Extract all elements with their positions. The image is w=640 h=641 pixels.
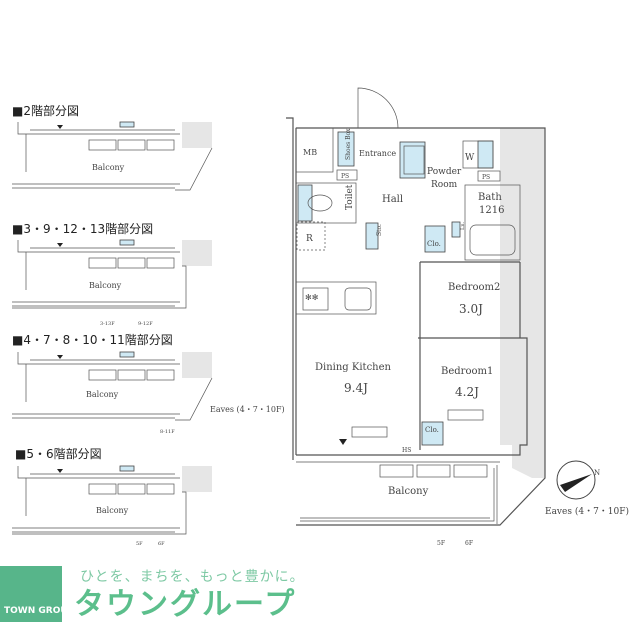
partial-plan-drawing xyxy=(12,465,212,535)
balcony-label: Balcony xyxy=(86,390,119,399)
entrance-label: Entrance xyxy=(359,149,396,158)
stove-icon: ✻✻ xyxy=(305,293,319,302)
main-plan: MB Shoes Box Entrance PS Powder Room W P… xyxy=(286,87,629,547)
compass-icon: N xyxy=(556,460,600,500)
balcony-label: Balcony xyxy=(92,163,125,172)
ps-label: PS xyxy=(482,174,490,181)
closet-label: Clo. xyxy=(427,240,441,248)
town-group-logo xyxy=(0,566,62,622)
linen-label: Ln. xyxy=(460,221,466,230)
ps-label: PS xyxy=(341,173,349,180)
logo-brand-jp: タウングループ xyxy=(74,587,297,622)
dining-kitchen-size: 9.4J xyxy=(344,381,368,395)
bedroom1-size: 4.2J xyxy=(455,385,479,399)
note: 3-13F xyxy=(100,321,115,327)
shoes-box-label: Shoes Box xyxy=(345,128,352,160)
powder-label: Powder xyxy=(427,167,462,177)
balcony-label: Balcony xyxy=(89,281,122,290)
balcony-label: Balcony xyxy=(388,486,429,497)
partial-plan-drawing xyxy=(12,351,213,421)
partial-plan-drawing xyxy=(12,239,212,309)
hall-label: Hall xyxy=(382,194,403,205)
partial-plan-title: ■5・6階部分図 xyxy=(15,446,102,461)
bath-size: 1216 xyxy=(479,205,504,216)
toilet-label: Toilet xyxy=(345,184,355,210)
room-label: Room xyxy=(431,180,458,190)
note: 8-11F xyxy=(160,429,175,435)
bedroom2-label: Bedroom2 xyxy=(448,282,500,293)
floor-note: 5F xyxy=(437,540,445,547)
bath-label: Bath xyxy=(478,192,502,203)
logo-tagline: ひとを、まちを、もっと豊かに。 xyxy=(80,569,305,585)
logo-name: TOWN GROUP xyxy=(4,606,75,616)
partial-plan-title: ■2階部分図 xyxy=(12,103,79,118)
note: 6F xyxy=(158,541,165,547)
eaves-label: Eaves (4・7・10F) xyxy=(210,405,285,414)
hs-label: HS xyxy=(402,447,411,454)
refrigerator-label: R xyxy=(306,234,313,244)
partial-plans xyxy=(12,121,213,535)
mb-label: MB xyxy=(303,148,317,157)
note: 9-12F xyxy=(138,321,153,327)
note: 5F xyxy=(136,541,143,547)
bedroom2-size: 3.0J xyxy=(459,302,483,316)
eaves-label: Eaves (4・7・10F) xyxy=(545,506,629,517)
compass-north-label: N xyxy=(594,469,600,477)
dining-kitchen-label: Dining Kitchen xyxy=(315,362,392,373)
bedroom1-label: Bedroom1 xyxy=(441,366,493,377)
balcony-label: Balcony xyxy=(96,506,129,515)
washer-label: W xyxy=(465,153,475,163)
closet-label: Clo. xyxy=(425,426,439,434)
partial-plan-title: ■3・9・12・13階部分図 xyxy=(12,221,153,236)
storage-label: Sto. xyxy=(376,224,383,236)
partial-plan-drawing xyxy=(12,121,213,191)
floor-note: 6F xyxy=(465,540,473,547)
partial-plan-title: ■4・7・8・10・11階部分図 xyxy=(12,332,173,347)
